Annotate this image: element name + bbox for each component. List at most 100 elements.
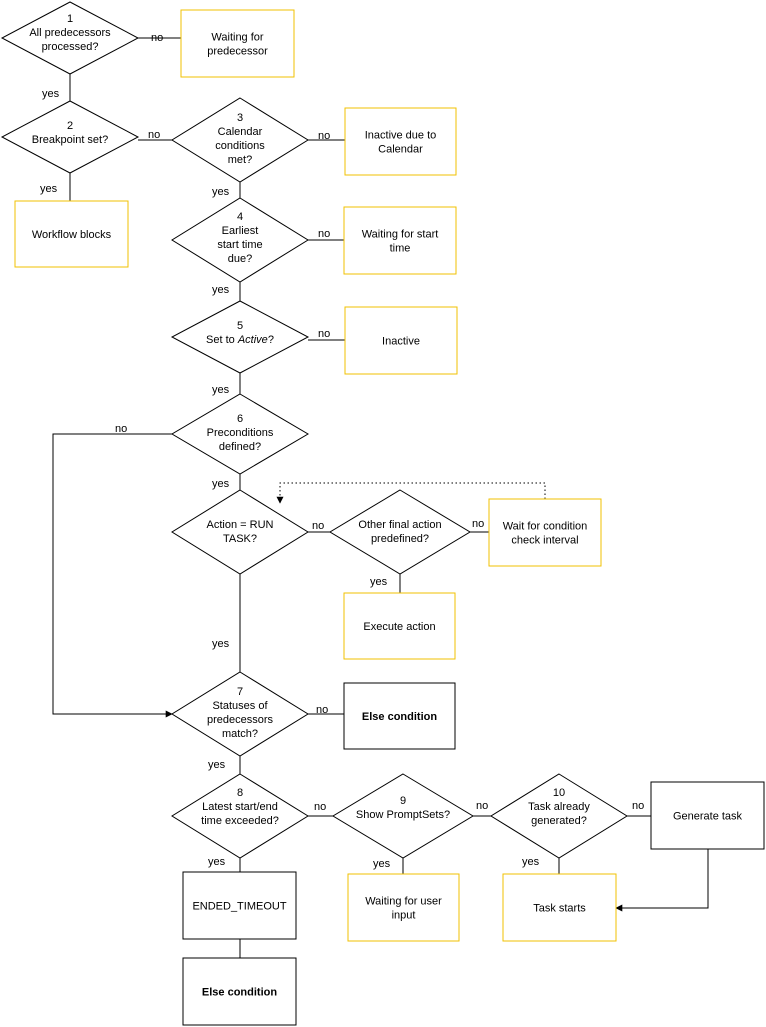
decision-text: 10 — [553, 787, 565, 799]
state-box-text: Execute action — [363, 621, 435, 633]
decision-text: Other final action — [358, 519, 441, 531]
edge-wait-loop — [276, 482, 546, 504]
state-box-text: Task starts — [533, 903, 586, 915]
edge-label-l7: no — [318, 228, 330, 240]
state-box-shape — [182, 871, 297, 940]
state-box-shape — [343, 206, 457, 275]
decision-text: 8 — [237, 787, 243, 799]
state-box-shape — [344, 306, 458, 375]
decision-shape — [332, 773, 474, 859]
decision-text: All predecessors — [29, 27, 111, 39]
decision-text: met? — [228, 154, 252, 166]
state-box-text: Inactive due to — [365, 130, 437, 142]
decision-text: predecessors — [207, 714, 274, 726]
state-box-text: predecessor — [207, 46, 268, 58]
decision-text: Preconditions — [207, 427, 274, 439]
connectors — [52, 37, 709, 958]
state-box-b_task_starts: Task starts — [502, 873, 617, 942]
state-box-text: check interval — [511, 535, 578, 547]
edge-label-l3: no — [148, 129, 160, 141]
edge-label-l17: no — [316, 704, 328, 716]
decision-text: 5 — [237, 320, 243, 332]
decision-shape — [0, 100, 140, 174]
state-box-shape — [650, 781, 765, 850]
state-box-shape — [343, 682, 456, 750]
state-box-b_inact_cal: Inactive due to Calendar — [344, 107, 457, 176]
decision-shape — [171, 773, 309, 859]
state-box-text: Generate task — [673, 811, 743, 823]
decision-text: 7 — [237, 686, 243, 698]
state-box-b_else2: Else condition — [182, 957, 297, 1026]
decision-shape — [171, 671, 309, 757]
edge-d6-no — [52, 433, 173, 718]
edge-label-l16: yes — [212, 638, 230, 650]
decision-text: predefined? — [371, 533, 429, 545]
state-box-text: Waiting for user — [365, 896, 442, 908]
decision-text: 9 — [400, 795, 406, 807]
state-box-text: Inactive — [382, 336, 420, 348]
state-box-b_wait_input: Waiting for user input — [347, 873, 460, 942]
decision-text: Earliest — [222, 225, 259, 237]
edge-label-l2: yes — [42, 88, 60, 100]
decision-text: 6 — [237, 413, 243, 425]
state-box-text: Calendar — [378, 144, 423, 156]
state-box-b_gen_task: Generate task — [650, 781, 765, 850]
decision-text: Show PromptSets? — [356, 809, 450, 821]
edge-label-l8: yes — [212, 284, 230, 296]
decision-text: defined? — [219, 441, 261, 453]
decision-text: match? — [222, 728, 258, 740]
decision-text: 4 — [237, 211, 243, 223]
edge-gen-to-start — [615, 849, 709, 912]
edge-label-l18: yes — [208, 759, 226, 771]
edge-label-l5: no — [318, 130, 330, 142]
edge-label-l21: no — [476, 800, 488, 812]
decision-text: processed? — [42, 41, 99, 53]
state-box-shape — [180, 9, 295, 78]
state-box-shape — [502, 873, 617, 942]
decision-text: 3 — [237, 112, 243, 124]
edge-label-l9: no — [318, 328, 330, 340]
state-box-text: Waiting for start — [362, 229, 439, 241]
decision-text: generated? — [531, 815, 587, 827]
decision-shape — [171, 489, 309, 575]
edge-label-l4: yes — [40, 183, 58, 195]
decision-shape — [170, 300, 310, 374]
decision-text: Set to Active? — [206, 334, 274, 346]
state-box-text: input — [392, 910, 416, 922]
decision-text: due? — [228, 253, 252, 265]
decision-text: time exceeded? — [201, 815, 279, 827]
state-box-shape — [14, 200, 129, 268]
decision-shape — [171, 197, 309, 283]
decision-text: Calendar — [218, 126, 263, 138]
state-box-text: ENDED_TIMEOUT — [192, 901, 286, 913]
decision-text: TASK? — [223, 533, 257, 545]
edge-label-l6: yes — [212, 186, 230, 198]
decision-text: Breakpoint set? — [32, 134, 108, 146]
edge-label-l22: yes — [373, 858, 391, 870]
decision-shape — [490, 773, 628, 859]
edge-label-l19: no — [314, 801, 326, 813]
decision-shape — [171, 97, 309, 183]
state-box-shape — [343, 592, 456, 660]
edge-label-l20: yes — [208, 856, 226, 868]
state-box-text: Else condition — [202, 987, 277, 999]
edge-label-l10: yes — [212, 384, 230, 396]
decision-text: Statuses of — [212, 700, 268, 712]
state-box-b_exec: Execute action — [343, 592, 456, 660]
state-box-shape — [347, 873, 460, 942]
